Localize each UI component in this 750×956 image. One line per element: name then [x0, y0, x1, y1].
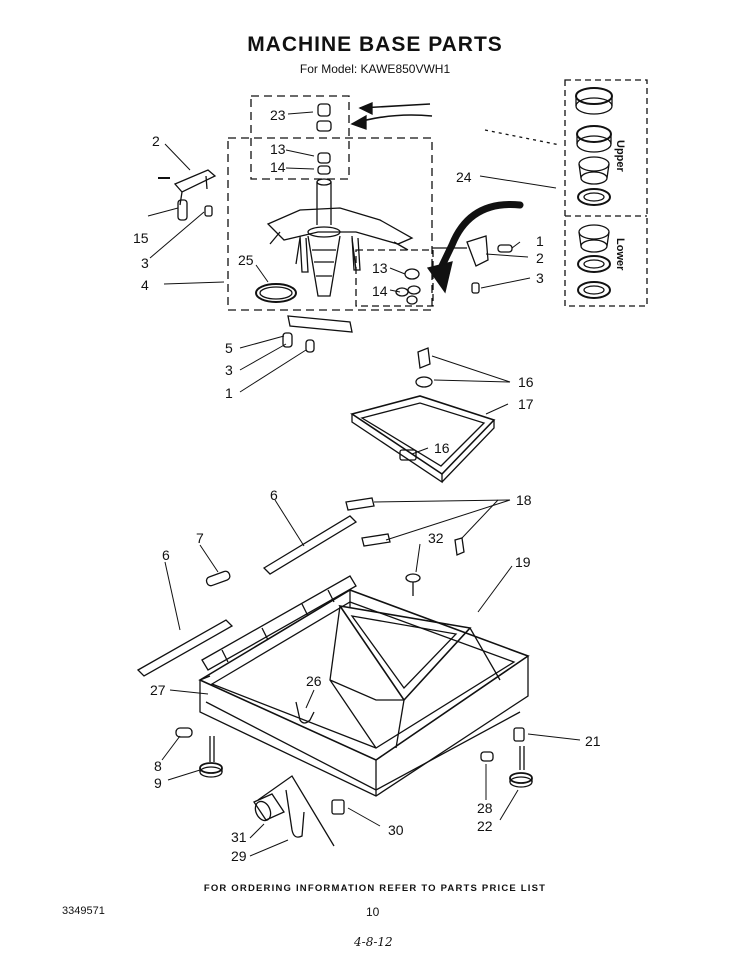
page-title: MACHINE BASE PARTS	[247, 33, 503, 56]
page-number: 10	[366, 905, 380, 919]
callout-9: 9	[154, 775, 162, 791]
callout-14: 14	[270, 159, 286, 175]
callout-17: 17	[518, 396, 534, 412]
inset-arrows	[350, 102, 561, 146]
nut-stack	[395, 268, 421, 305]
left-bracket-parts	[158, 169, 217, 221]
callout-2b: 2	[536, 250, 544, 266]
callout-25: 25	[238, 252, 254, 268]
callout-3: 3	[141, 255, 149, 271]
clips-and-screw	[345, 497, 465, 596]
callout-6b: 6	[162, 547, 170, 563]
slide-rails	[136, 515, 358, 677]
callout-19: 19	[515, 554, 531, 570]
callout-31: 31	[231, 829, 247, 845]
callout-3c: 3	[536, 270, 544, 286]
callout-3b: 3	[225, 362, 233, 378]
callout-1b: 1	[536, 233, 544, 249]
leveling-legs	[175, 701, 533, 847]
tub-support-assembly	[255, 103, 414, 303]
seal-inset	[564, 79, 648, 307]
callout-26: 26	[306, 673, 322, 689]
callout-5: 5	[225, 340, 233, 356]
callout-15: 15	[133, 230, 149, 246]
callout-6: 6	[270, 487, 278, 503]
callout-14b: 14	[372, 283, 388, 299]
callout-13: 13	[270, 141, 286, 157]
callout-16b: 16	[434, 440, 450, 456]
callout-1: 1	[225, 385, 233, 401]
callout-22: 22	[477, 818, 493, 834]
callout-16: 16	[518, 374, 534, 390]
callout-8: 8	[154, 758, 162, 774]
callout-24: 24	[456, 169, 472, 185]
upper-label: Upper	[614, 140, 626, 173]
handwritten-date: 4-8-12	[354, 935, 393, 949]
callout-29: 29	[231, 848, 247, 864]
tub-pad-frame	[350, 347, 496, 484]
machine-base-frame	[198, 575, 530, 797]
callout-13b: 13	[372, 260, 388, 276]
callout-27: 27	[150, 682, 166, 698]
upper-assembly-box	[227, 95, 434, 311]
callout-7: 7	[196, 530, 204, 546]
lower-bracket-parts	[282, 315, 353, 353]
callout-2: 2	[152, 133, 160, 149]
curved-arrow	[426, 201, 524, 294]
right-bracket-parts	[432, 235, 513, 294]
callout-18: 18	[516, 492, 532, 508]
callout-4: 4	[141, 277, 149, 293]
ordering-note: FOR ORDERING INFORMATION REFER TO PARTS …	[203, 883, 547, 894]
document-number: 3349571	[62, 905, 105, 917]
callout-30: 30	[388, 822, 404, 838]
lower-label: Lower	[614, 238, 626, 271]
callout-32: 32	[428, 530, 444, 546]
callout-labels: 23 13 14 2 15 3 25 4 5 3 1 24 1 2 3 13 1…	[133, 107, 601, 864]
callout-23: 23	[270, 107, 286, 123]
callout-21: 21	[585, 733, 601, 749]
model-subtitle: For Model: KAWE850VWH1	[299, 62, 451, 76]
leader-lines	[147, 111, 581, 857]
callout-28: 28	[477, 800, 493, 816]
